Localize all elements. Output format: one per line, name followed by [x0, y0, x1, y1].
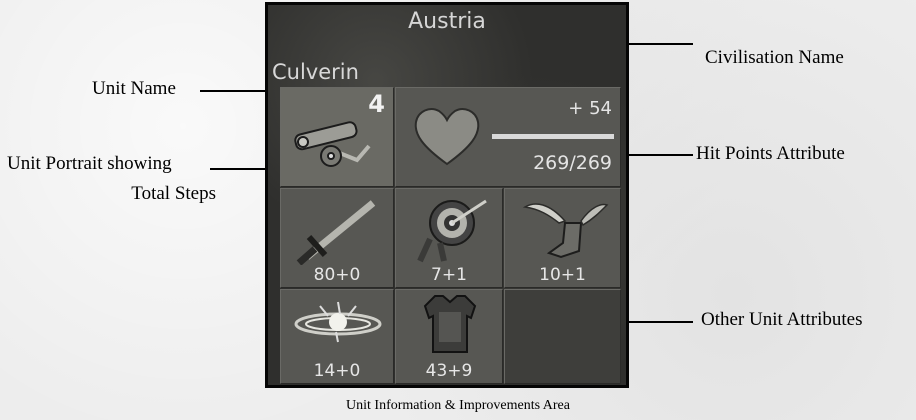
other-attrs-pointer-line	[629, 321, 693, 323]
armor-icon	[423, 295, 477, 353]
area-caption: Unit Information & Improvements Area	[346, 398, 570, 413]
hit-points-bonus: + 54	[568, 98, 612, 119]
hit-points-value: 269/269	[533, 152, 612, 174]
speed-attribute[interactable]: 10+1	[504, 188, 621, 288]
hp-annotation: Hit Points Attribute	[696, 143, 845, 164]
hit-points-bar	[492, 134, 614, 139]
portrait-annotation-line1: Unit Portrait showing	[7, 153, 172, 174]
range-value: 7+1	[431, 265, 467, 285]
armor-value: 43+9	[425, 361, 473, 381]
blast-attribute[interactable]: 14+0	[280, 289, 394, 384]
civ-name-pointer-line	[629, 43, 693, 45]
portrait-annotation-line2: Total Steps	[131, 183, 216, 204]
winged-boot-icon	[522, 203, 609, 259]
sword-icon	[296, 200, 376, 265]
hit-points-attribute[interactable]: + 54 269/269	[395, 87, 621, 187]
unit-name-pointer-line	[200, 90, 266, 92]
unit-name: Culverin	[272, 60, 359, 84]
civilisation-name: Austria	[408, 9, 486, 34]
hp-pointer-line	[629, 154, 693, 156]
cannon-icon	[294, 121, 371, 167]
unit-portrait[interactable]: 4	[280, 87, 394, 187]
armor-attribute[interactable]: 43+9	[395, 289, 503, 384]
total-steps: 4	[368, 90, 385, 118]
unit-name-annotation: Unit Name	[92, 78, 176, 99]
other-attrs-annotation: Other Unit Attributes	[701, 309, 863, 330]
speed-value: 10+1	[539, 265, 586, 285]
blast-value: 14+0	[313, 361, 361, 381]
empty-attribute-slot	[504, 289, 621, 384]
unit-info-panel: Austria Culverin 4 + 54 269/269 8	[265, 2, 629, 388]
attack-attribute[interactable]: 80+0	[280, 188, 394, 288]
range-attribute[interactable]: 7+1	[395, 188, 503, 288]
target-icon	[417, 199, 487, 263]
attack-value: 80+0	[313, 265, 361, 285]
explosion-icon	[294, 301, 382, 343]
civ-name-annotation: Civilisation Name	[705, 47, 844, 68]
heart-icon	[414, 108, 480, 166]
portrait-pointer-line	[210, 168, 266, 170]
